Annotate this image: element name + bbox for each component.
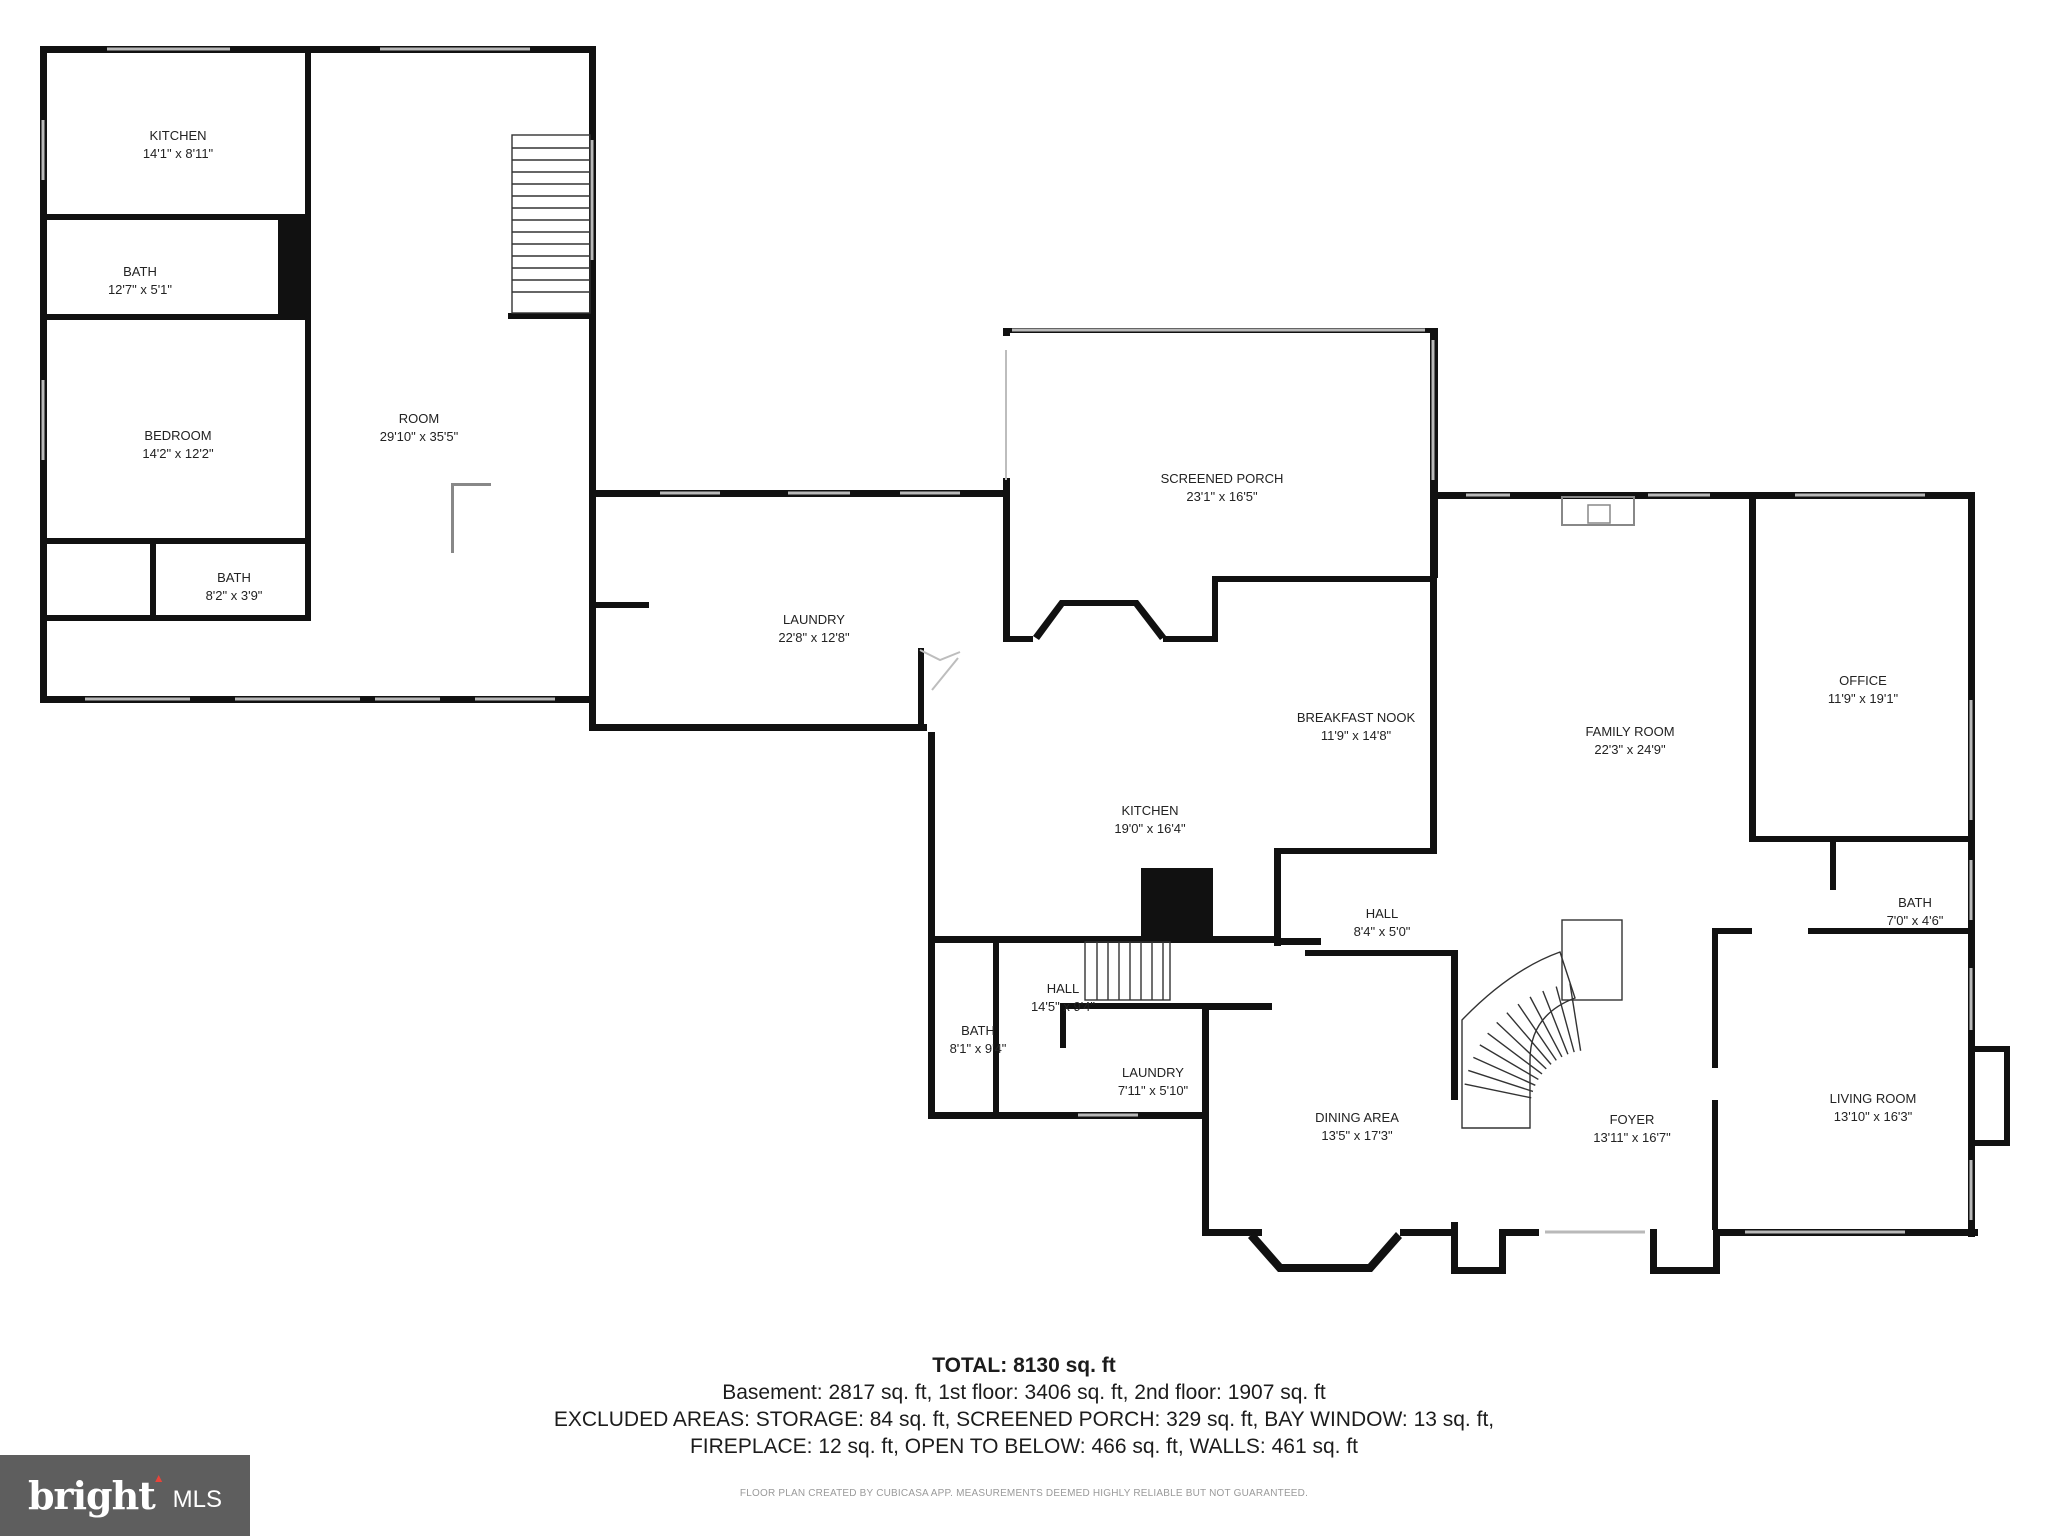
main-house-walls	[589, 328, 2010, 1274]
stair-tread	[1569, 983, 1582, 1051]
room-dims-bath-3: 7'0" x 4'6"	[1887, 913, 1944, 928]
main-stairs	[1084, 919, 1623, 1129]
bay-windows	[919, 600, 1402, 1272]
room-name-breakfast-nook: BREAKFAST NOOK	[1297, 710, 1416, 725]
room-name-dining-area: DINING AREA	[1315, 1110, 1399, 1125]
left-wing-walls	[40, 46, 596, 703]
stair-tread	[1479, 1044, 1539, 1081]
excluded-areas-line-1: EXCLUDED AREAS: STORAGE: 84 sq. ft, SCRE…	[553, 1408, 1495, 1431]
left-wing-stairs	[511, 134, 591, 314]
room-name-laundry-1: LAUNDRY	[783, 612, 845, 627]
room-name-screened-porch: SCREENED PORCH	[1161, 471, 1284, 486]
stair-tread	[1473, 1056, 1536, 1086]
stair-tread	[1468, 1069, 1534, 1093]
room-dims-family-room: 22'3" x 24'9"	[1594, 742, 1666, 757]
bright-mls-logo: bright ▲ MLS	[0, 1455, 250, 1536]
logo-mls: MLS	[172, 1485, 223, 1513]
porch-outline	[1003, 328, 1435, 480]
room-name-hall-1: HALL	[1366, 906, 1399, 921]
total-area: TOTAL: 8130 sq. ft	[932, 1354, 1116, 1377]
left-wing-windows	[41, 47, 594, 701]
room-name-laundry-2: LAUNDRY	[1122, 1065, 1184, 1080]
floor-areas: Basement: 2817 sq. ft, 1st floor: 3406 s…	[722, 1381, 1326, 1404]
disclaimer: FLOOR PLAN CREATED BY CUBICASA APP. MEAS…	[739, 1488, 1309, 1499]
stair-tread	[1464, 1083, 1532, 1099]
logo-dot-icon: ▲	[152, 1470, 165, 1485]
room-name-foyer: FOYER	[1610, 1112, 1655, 1127]
room-name-bath-4: BATH	[961, 1023, 995, 1038]
room-name-family-room: FAMILY ROOM	[1585, 724, 1674, 739]
room-dims-hall-2: 14'5" x 9'4"	[1031, 999, 1095, 1014]
room-dims-bath-2: 8'2" x 3'9"	[206, 588, 263, 603]
stair-tread	[1496, 1021, 1547, 1070]
stair-tread	[1506, 1012, 1552, 1065]
logo-word: bright	[27, 1473, 156, 1518]
room-name-bath-1: BATH	[123, 264, 157, 279]
room-name-living-room: LIVING ROOM	[1830, 1091, 1917, 1106]
room-name-room: ROOM	[399, 411, 439, 426]
room-dims-dining-area: 13'5" x 17'3"	[1321, 1128, 1393, 1143]
room-dims-bedroom: 14'2" x 12'2"	[142, 446, 214, 461]
room-dims-kitchen-upper: 14'1" x 8'11"	[143, 146, 214, 161]
room-dims-bath-1: 12'7" x 5'1"	[108, 282, 172, 297]
room-name-bath-2: BATH	[217, 570, 251, 585]
room-name-kitchen-upper: KITCHEN	[149, 128, 206, 143]
stair-tread	[1555, 986, 1575, 1053]
room-dims-breakfast-nook: 11'9" x 14'8"	[1321, 728, 1392, 743]
room-dims-bath-4: 8'1" x 9'4"	[950, 1041, 1007, 1056]
room-dims-living-room: 13'10" x 16'3"	[1834, 1109, 1913, 1124]
room-name-hall-2: HALL	[1047, 981, 1080, 996]
stair-tread	[1529, 996, 1563, 1058]
room-dims-foyer: 13'11" x 16'7"	[1593, 1130, 1671, 1145]
room-labels: KITCHEN 14'1" x 8'11" BATH 12'7" x 5'1" BEDR…	[108, 128, 1944, 1145]
room-dims-kitchen-main: 19'0" x 16'4"	[1114, 821, 1186, 836]
room-dims-hall-1: 8'4" x 5'0"	[1354, 924, 1411, 939]
room-name-bath-3: BATH	[1898, 895, 1932, 910]
stair-tread	[1542, 990, 1569, 1055]
room-dims-screened-porch: 23'1" x 16'5"	[1186, 489, 1258, 504]
stair-tread	[1487, 1032, 1543, 1075]
room-dims-room: 29'10" x 35'5"	[380, 429, 459, 444]
main-house-windows	[660, 491, 1973, 1234]
room-name-bedroom: BEDROOM	[144, 428, 211, 443]
stair-tread	[1517, 1003, 1557, 1061]
room-name-office: OFFICE	[1839, 673, 1887, 688]
room-dims-laundry-1: 22'8" x 12'8"	[778, 630, 850, 645]
room-dims-laundry-2: 7'11" x 5'10"	[1118, 1083, 1189, 1098]
room-dims-office: 11'9" x 19'1"	[1828, 691, 1899, 706]
room-name-kitchen-main: KITCHEN	[1121, 803, 1178, 818]
area-summary: TOTAL: 8130 sq. ft Basement: 2817 sq. ft…	[0, 1352, 2048, 1460]
excluded-areas-line-2: FIREPLACE: 12 sq. ft, OPEN TO BELOW: 466…	[689, 1435, 1358, 1458]
